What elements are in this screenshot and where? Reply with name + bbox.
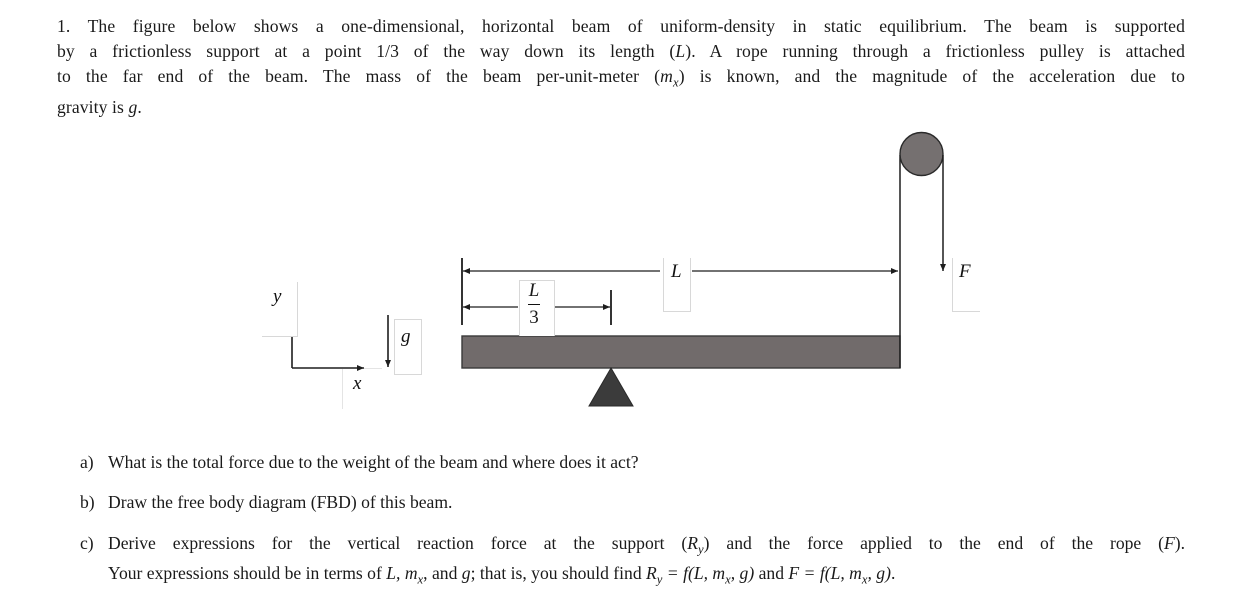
length-label-box (663, 258, 691, 312)
math-expression: = f(L, m (799, 563, 862, 584)
text-segment: . (137, 97, 142, 118)
problem-intro-line-1: 1. The figure below shows a one-dimensio… (57, 16, 1185, 36)
question-text: What is the total force due to the weigh… (108, 452, 639, 472)
rope-and-pulley (899, 131, 946, 368)
text-segment: to the far end of the beam. The mass of … (57, 66, 661, 86)
text-segment: ). A rope running through a frictionless… (685, 41, 1186, 61)
math-subscript-x: x (861, 572, 868, 587)
text-segment: ) and the force applied to the end of th… (703, 533, 1164, 553)
frictionless-support-icon (588, 367, 634, 407)
problem-intro-line-3: to the far end of the beam. The mass of … (57, 64, 1185, 95)
math-expression: , g) (867, 563, 891, 584)
math-variable-F: F (788, 563, 800, 584)
math-expression: = f(L, m (662, 563, 726, 584)
math-subscript-x: x (725, 572, 731, 587)
x-axis-label: x (353, 373, 362, 394)
fraction-denominator: 3 (529, 307, 539, 329)
text-segment: , and (423, 563, 462, 584)
text-segment: gravity is (57, 97, 129, 118)
gravity-label-box (394, 319, 422, 375)
math-subscript-x: x (672, 75, 679, 90)
pulley-icon (899, 131, 944, 177)
problem-intro-line-2: by a frictionless support at a point 1/3… (57, 39, 1185, 64)
length-label: L (671, 261, 682, 282)
support-fraction: L 3 (528, 281, 540, 327)
question-marker: c) (80, 533, 94, 553)
force-label-box (952, 258, 980, 312)
math-variable-m: m (660, 66, 673, 86)
text-segment: ; that is, you should find (470, 563, 647, 584)
text-segment: Derive expressions for the vertical reac… (108, 533, 688, 553)
length-dimension (461, 258, 898, 325)
y-label-box (262, 282, 298, 337)
math-variable-L: L (675, 41, 686, 61)
math-variable-g: g (128, 97, 138, 118)
text-segment: Your expressions should be in terms of (108, 563, 387, 584)
y-axis-label: y (273, 286, 282, 307)
question-marker: b) (80, 492, 95, 512)
x-label-guide (342, 369, 343, 409)
text-segment: . (890, 563, 896, 584)
problem-statement: 1. The figure below shows a one-dimensio… (57, 14, 1185, 120)
question-text: Draw the free body diagram (FBD) of this… (108, 492, 453, 512)
text-segment: by a frictionless support at a point 1/3… (57, 41, 676, 61)
gravity-label: g (401, 326, 411, 347)
math-variables: L, m (386, 563, 418, 584)
question-text: Derive expressions for the vertical reac… (108, 531, 1185, 592)
math-subscript-y: y (656, 572, 663, 587)
math-subscript-x: x (417, 572, 424, 587)
support-position-dimension (463, 290, 612, 325)
third-label-box (519, 280, 555, 336)
math-variable-F: F (1163, 533, 1175, 553)
math-expression: , g) (730, 563, 755, 584)
fraction-bar (528, 304, 540, 306)
math-variable-R: R (646, 563, 657, 584)
x-label-guide-h (364, 368, 382, 369)
coordinate-axes (289, 298, 364, 371)
text-segment: and (754, 563, 789, 584)
beam (461, 335, 901, 369)
fraction-numerator: L (528, 280, 540, 301)
math-variable-R: R (687, 533, 699, 553)
question-c-line-2: Your expressions should be in terms of L… (108, 561, 1185, 591)
text-segment: ) is known, and the magnitude of the acc… (678, 66, 1186, 86)
math-subscript-y: y (698, 542, 704, 557)
math-variable-g: g (461, 563, 471, 584)
question-marker: a) (80, 452, 94, 472)
force-label: F (959, 261, 971, 282)
problem-intro-line-4: gravity is g. (57, 95, 1185, 120)
text-segment: ). (1174, 533, 1185, 553)
question-c-line-1: Derive expressions for the vertical reac… (108, 531, 1185, 561)
